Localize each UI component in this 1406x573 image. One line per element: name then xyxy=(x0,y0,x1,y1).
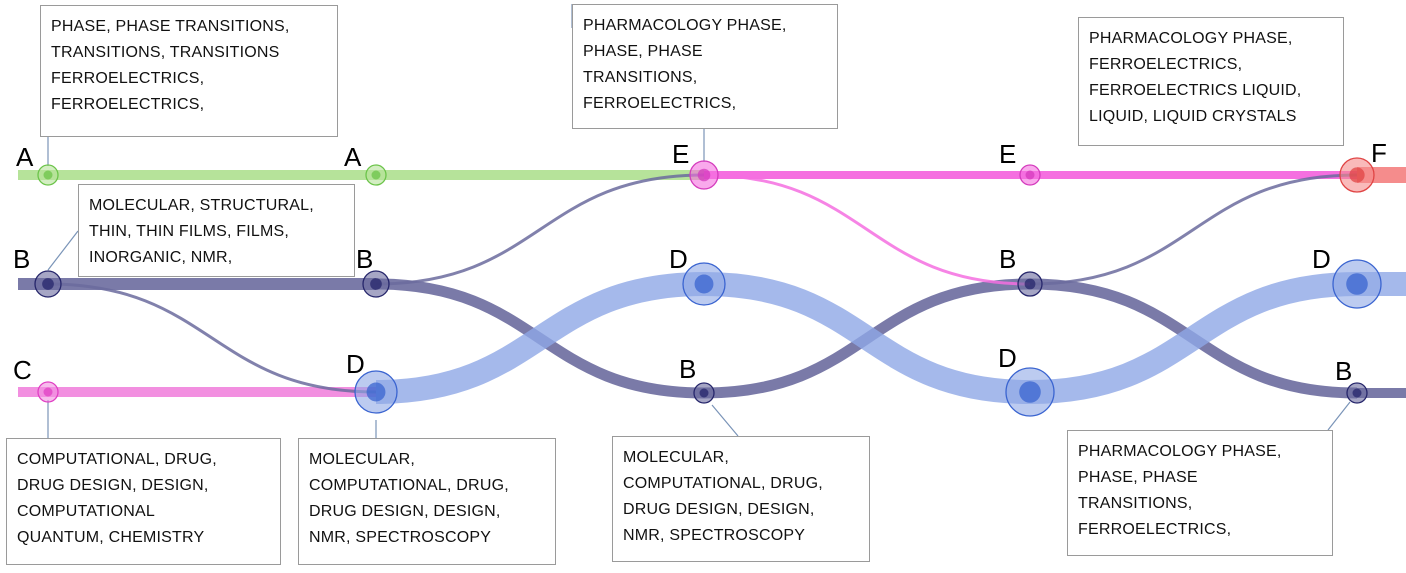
node-label-c1: C xyxy=(13,355,32,385)
leader-b5 xyxy=(1327,401,1351,431)
flow-d-cross1 xyxy=(375,272,705,404)
node-label-e1: E xyxy=(672,139,689,169)
callout-e1-line: PHASE, PHASE xyxy=(583,43,703,60)
callout-b3: MOLECULAR, COMPUTATIONAL, DRUG, DRUG DESIG… xyxy=(612,436,870,562)
callout-f1-line: LIQUID, LIQUID CRYSTALS xyxy=(1089,108,1297,125)
callout-c1: COMPUTATIONAL, DRUG, DRUG DESIGN, DESIGN,… xyxy=(6,438,281,565)
node-a2 xyxy=(365,164,387,186)
callout-b5-line: FERROELECTRICS, xyxy=(1078,521,1232,538)
callout-a1-line: FERROELECTRICS, xyxy=(51,70,205,87)
callout-a1-line: PHASE, PHASE TRANSITIONS, xyxy=(51,18,290,35)
node-d3 xyxy=(1005,367,1055,417)
callout-a1-line: TRANSITIONS, TRANSITIONS xyxy=(51,44,280,61)
node-b5 xyxy=(1346,382,1368,404)
leader-lines xyxy=(47,4,1351,438)
callout-b5: PHARMACOLOGY PHASE, PHASE, PHASE TRANSITIO… xyxy=(1067,430,1333,556)
callout-d1-line: MOLECULAR, xyxy=(309,451,416,468)
callout-a1-line: FERROELECTRICS, xyxy=(51,96,205,113)
node-b2 xyxy=(362,270,390,298)
node-label-f1: F xyxy=(1371,138,1387,168)
node-label-d3: D xyxy=(998,343,1017,373)
link-e1-b4 xyxy=(703,173,1031,286)
callout-d1: MOLECULAR, COMPUTATIONAL, DRUG, DRUG DESIG… xyxy=(298,438,556,565)
callout-b3-line: NMR, SPECTROSCOPY xyxy=(623,527,806,544)
callout-b1-line: MOLECULAR, STRUCTURAL, xyxy=(89,197,314,214)
node-a1 xyxy=(37,164,59,186)
flow-d-cross2 xyxy=(703,272,1031,404)
callout-d1-line: DRUG DESIGN, DESIGN, xyxy=(309,503,501,520)
link-b1-d1 xyxy=(47,282,377,394)
callout-f1: PHARMACOLOGY PHASE, FERROELECTRICS, FERROE… xyxy=(1078,17,1344,146)
callout-b5-line: PHARMACOLOGY PHASE, xyxy=(1078,443,1282,460)
leader-b3 xyxy=(711,404,739,437)
node-label-b3: B xyxy=(679,354,696,384)
callout-f1-line: FERROELECTRICS, xyxy=(1089,56,1243,73)
callout-f1-line: FERROELECTRICS LIQUID, xyxy=(1089,82,1302,99)
callout-b3-line: DRUG DESIGN, DESIGN, xyxy=(623,501,815,518)
callout-c1-line: DRUG DESIGN, DESIGN, xyxy=(17,477,209,494)
node-b1 xyxy=(34,270,62,298)
callout-b5-line: TRANSITIONS, xyxy=(1078,495,1193,512)
node-label-b1: B xyxy=(13,244,30,274)
callout-c1-line: COMPUTATIONAL, DRUG, xyxy=(17,451,217,468)
node-label-d4: D xyxy=(1312,244,1331,274)
flow-d-cross3 xyxy=(1029,272,1358,404)
callout-a1: PHASE, PHASE TRANSITIONS, TRANSITIONS, TR… xyxy=(40,5,338,137)
callout-d1-line: NMR, SPECTROSCOPY xyxy=(309,529,492,546)
callout-c1-line: COMPUTATIONAL xyxy=(17,503,156,520)
node-label-b4: B xyxy=(999,244,1016,274)
callout-c1-line: QUANTUM, CHEMISTRY xyxy=(17,529,205,546)
node-b4 xyxy=(1017,271,1043,297)
node-b3 xyxy=(693,382,715,404)
node-layer xyxy=(34,157,1382,417)
node-label-b2: B xyxy=(356,244,373,274)
node-f1 xyxy=(1339,157,1375,193)
callout-e1-line: PHARMACOLOGY PHASE, xyxy=(583,17,787,34)
node-c1 xyxy=(37,381,59,403)
node-labels: A A E E F B B B B B C D D D D xyxy=(13,138,1387,386)
callout-e1: PHARMACOLOGY PHASE, PHASE, PHASE TRANSITIO… xyxy=(572,4,838,129)
node-d4 xyxy=(1332,259,1382,309)
node-label-d2: D xyxy=(669,244,688,274)
callout-b1-line: THIN, THIN FILMS, FILMS, xyxy=(89,223,290,240)
callout-e1-line: FERROELECTRICS, xyxy=(583,95,737,112)
callout-b5-line: PHASE, PHASE xyxy=(1078,469,1198,486)
link-b2-e1 xyxy=(375,173,705,286)
node-label-e2: E xyxy=(999,139,1016,169)
callout-b1-line: INORGANIC, NMR, xyxy=(89,249,233,266)
callout-b3-line: MOLECULAR, xyxy=(623,449,730,466)
node-e2 xyxy=(1019,164,1041,186)
node-label-b5: B xyxy=(1335,356,1352,386)
node-e1 xyxy=(689,160,719,190)
node-label-d1: D xyxy=(346,349,365,379)
node-label-a1: A xyxy=(16,142,34,172)
node-d1 xyxy=(354,370,398,414)
link-b4-f1 xyxy=(1029,173,1358,286)
callout-b3-line: COMPUTATIONAL, DRUG, xyxy=(623,475,823,492)
leader-b1 xyxy=(47,230,79,271)
callout-e1-line: TRANSITIONS, xyxy=(583,69,698,86)
node-d2 xyxy=(682,262,726,306)
callout-b1: MOLECULAR, STRUCTURAL, THIN, THIN FILMS, … xyxy=(78,184,355,277)
callout-d1-line: COMPUTATIONAL, DRUG, xyxy=(309,477,509,494)
node-label-a2: A xyxy=(344,142,362,172)
callout-f1-line: PHARMACOLOGY PHASE, xyxy=(1089,30,1293,47)
